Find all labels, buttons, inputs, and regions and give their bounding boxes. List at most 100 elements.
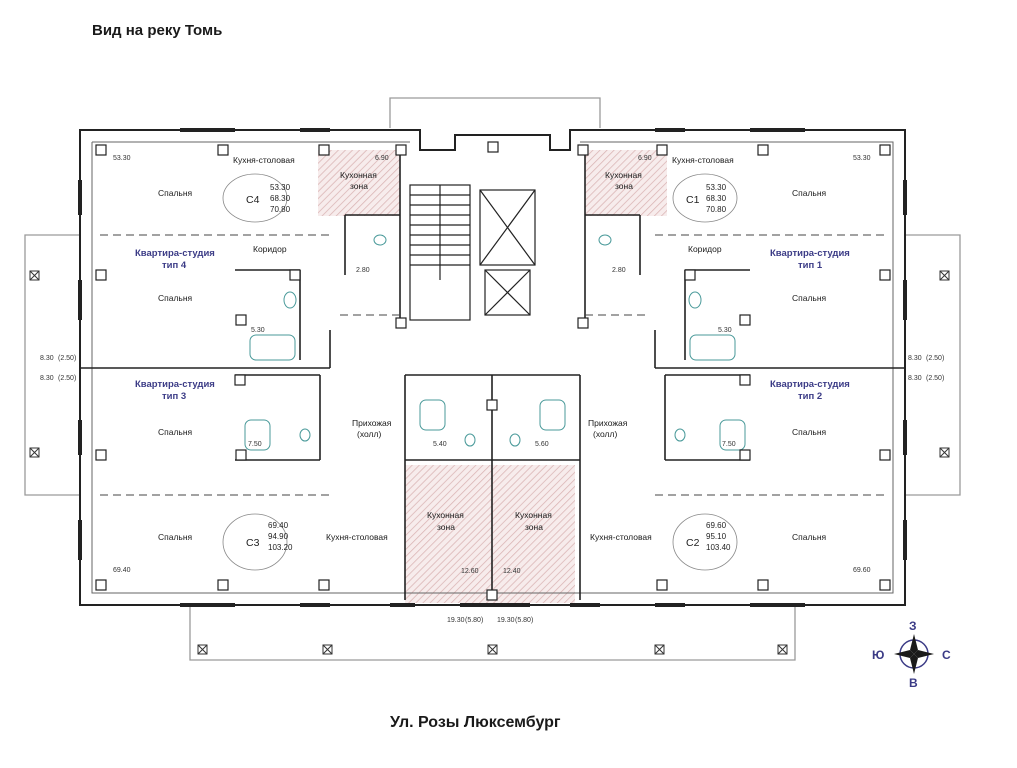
dimension: 8.30 — [908, 355, 922, 362]
apt-c3: C3 69.40 94.90 103.20 Квартира-студия ти… — [135, 379, 293, 552]
apt-code: C3 — [246, 537, 260, 549]
compass-east: С — [942, 648, 951, 662]
room-bedroom: Спальня — [792, 188, 827, 198]
dimension: 2.80 — [612, 267, 626, 274]
apt-area: 70.80 — [270, 205, 291, 214]
dimension: 5.40 — [433, 441, 447, 448]
room-kitchen-zone: зона — [350, 181, 368, 191]
apt-c2: C2 69.60 95.10 103.40 Квартира-студия ти… — [686, 379, 850, 552]
room-kitchen-dining: Кухня-столовая — [590, 532, 652, 542]
apt-type-label: Квартира-студия — [135, 379, 215, 390]
dimension: 8.30 — [40, 355, 54, 362]
dimension: 6.90 — [638, 155, 652, 162]
dimension: 7.50 — [248, 441, 262, 448]
apt-c4: C4 53.30 68.30 70.80 Квартира-студия тип… — [135, 183, 291, 271]
dimension: 7.50 — [722, 441, 736, 448]
apt-type-label: тип 4 — [162, 260, 187, 271]
room-kitchen-zone: Кухонная — [340, 170, 377, 180]
room-bedroom: Спальня — [792, 532, 827, 542]
apt-area: 69.40 — [268, 521, 289, 530]
room-kitchen-dining: Кухня-столовая — [233, 155, 295, 165]
dimension: 19.30 — [497, 617, 515, 624]
page-title: Вид на реку Томь — [92, 22, 223, 39]
balconies — [24, 97, 961, 661]
dimension: (2.50) — [926, 355, 944, 362]
dimension: 8.30 — [40, 375, 54, 382]
dimension: 69.60 — [853, 567, 871, 574]
dimension: 5.60 — [535, 441, 549, 448]
dimension: 2.80 — [356, 267, 370, 274]
room-hall: (холл) — [357, 429, 381, 439]
dimension: 69.40 — [113, 567, 131, 574]
windows — [78, 128, 907, 607]
room-bedroom: Спальня — [158, 532, 193, 542]
apt-type-label: Квартира-студия — [770, 248, 850, 259]
kitchen-zone-hatches — [318, 150, 667, 603]
room-bedroom: Спальня — [792, 293, 827, 303]
apt-type-label: тип 1 — [798, 260, 823, 271]
dimension: 8.30 — [908, 375, 922, 382]
apt-area: 70.80 — [706, 205, 727, 214]
dimension: 5.30 — [251, 327, 265, 334]
dimension-labels: 53.30 53.30 6.90 6.90 2.80 2.80 5.30 5.3… — [40, 155, 944, 624]
interior-walls — [80, 150, 905, 600]
room-bedroom: Спальня — [792, 427, 827, 437]
compass-north: З — [909, 619, 917, 633]
compass-west: Ю — [872, 648, 884, 662]
room-kitchen-zone: Кухонная — [515, 510, 552, 520]
stair-and-lifts — [409, 184, 536, 321]
apt-code: C1 — [686, 194, 700, 206]
room-corridor: Коридор — [688, 244, 722, 254]
street-name: Ул. Розы Люксембург — [390, 714, 561, 731]
dimension: (5.80) — [515, 617, 533, 624]
apt-area: 53.30 — [270, 183, 291, 192]
room-bedroom: Спальня — [158, 293, 193, 303]
apt-area: 68.30 — [706, 194, 727, 203]
compass-icon: З Ю С В — [872, 619, 951, 690]
apt-code: C2 — [686, 537, 700, 549]
room-hall: Прихожая — [352, 418, 392, 428]
apt-type-label: Квартира-студия — [135, 248, 215, 259]
room-bedroom: Спальня — [158, 427, 193, 437]
dimension: 12.40 — [503, 568, 521, 575]
dimension: (2.50) — [58, 355, 76, 362]
apt-area: 69.60 — [706, 521, 727, 530]
compass-south: В — [909, 676, 918, 690]
apt-type-label: тип 2 — [798, 391, 822, 402]
apt-code: C4 — [246, 194, 260, 206]
room-hall: (холл) — [593, 429, 617, 439]
dimension: (2.50) — [58, 375, 76, 382]
apartment-markers — [222, 173, 738, 571]
dimension: 19.30 — [447, 617, 465, 624]
room-hall: Прихожая — [588, 418, 628, 428]
room-kitchen-zone: зона — [437, 522, 455, 532]
apt-c1: C1 53.30 68.30 70.80 Квартира-студия тип… — [686, 183, 850, 271]
outer-walls — [79, 129, 906, 606]
dimension: (2.50) — [926, 375, 944, 382]
zone-separators — [100, 234, 885, 496]
columns — [95, 141, 891, 601]
apt-area: 103.20 — [268, 543, 293, 552]
bathroom-fixtures — [244, 234, 746, 451]
room-kitchen-dining: Кухня-столовая — [672, 155, 734, 165]
dimension: 6.90 — [375, 155, 389, 162]
dimension: 12.60 — [461, 568, 479, 575]
apt-area: 94.90 — [268, 532, 289, 541]
dimension: 5.30 — [718, 327, 732, 334]
room-kitchen-zone: Кухонная — [427, 510, 464, 520]
apt-area: 95.10 — [706, 532, 727, 541]
room-corridor: Коридор — [253, 244, 287, 254]
dimension: (5.80) — [465, 617, 483, 624]
room-kitchen-zone: зона — [615, 181, 633, 191]
room-kitchen-zone: зона — [525, 522, 543, 532]
apt-type-label: тип 3 — [162, 391, 186, 402]
apt-type-label: Квартира-студия — [770, 379, 850, 390]
apt-area: 68.30 — [270, 194, 291, 203]
dimension: 53.30 — [853, 155, 871, 162]
room-kitchen-zone: Кухонная — [605, 170, 642, 180]
room-kitchen-dining: Кухня-столовая — [326, 532, 388, 542]
dimension: 53.30 — [113, 155, 131, 162]
room-labels: Спальня Спальня Спальня Спальня Спальня … — [158, 155, 827, 542]
room-bedroom: Спальня — [158, 188, 193, 198]
